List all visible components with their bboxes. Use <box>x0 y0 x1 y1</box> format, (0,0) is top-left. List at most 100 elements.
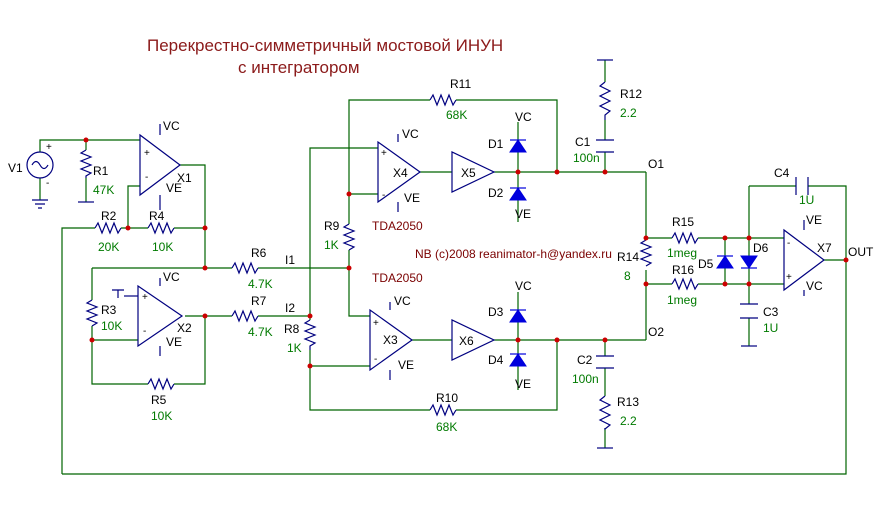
svg-text:R5: R5 <box>151 393 167 407</box>
svg-text:D5: D5 <box>698 257 714 271</box>
wires <box>39 60 847 475</box>
svg-text:D1: D1 <box>488 137 504 151</box>
svg-text:-: - <box>382 190 385 201</box>
svg-text:VC: VC <box>515 110 532 124</box>
junction-dots <box>83 137 849 369</box>
svg-text:2.2: 2.2 <box>620 414 637 428</box>
svg-text:+: + <box>786 272 792 283</box>
svg-text:R1: R1 <box>93 164 109 178</box>
svg-text:4.7K: 4.7K <box>248 277 273 291</box>
copyright-note: NB (c)2008 reanimator-h@yandex.ru <box>415 247 612 261</box>
svg-text:VC: VC <box>806 279 823 293</box>
svg-text:X4: X4 <box>393 166 408 180</box>
svg-text:R4: R4 <box>149 209 165 223</box>
svg-text:D3: D3 <box>488 305 504 319</box>
svg-text:VC: VC <box>163 119 180 133</box>
svg-text:8: 8 <box>624 269 631 283</box>
svg-text:-: - <box>145 172 148 183</box>
svg-text:10K: 10K <box>151 409 172 423</box>
svg-text:R7: R7 <box>251 294 267 308</box>
svg-text:VE: VE <box>806 213 822 227</box>
svg-text:R2: R2 <box>101 209 117 223</box>
svg-text:1meg: 1meg <box>667 293 697 307</box>
svg-text:VE: VE <box>166 335 182 349</box>
svg-text:68K: 68K <box>446 108 467 122</box>
svg-text:R11: R11 <box>450 77 471 91</box>
title-line1: Перекрестно-симметричный мостовой ИНУН <box>147 36 503 55</box>
svg-text:O1: O1 <box>648 157 664 171</box>
svg-text:100n: 100n <box>573 151 600 165</box>
svg-text:-: - <box>143 326 146 337</box>
diode-labels: D1 D2 D3 D4 D5 D6 <box>488 137 769 367</box>
svg-text:X1: X1 <box>177 171 192 185</box>
svg-text:R6: R6 <box>251 246 267 260</box>
svg-text:47K: 47K <box>93 183 114 197</box>
svg-text:R13: R13 <box>617 395 639 409</box>
svg-text:R3: R3 <box>101 303 117 317</box>
svg-text:4.7K: 4.7K <box>248 325 273 339</box>
amp-model-label-lower: TDA2050 <box>372 271 423 285</box>
svg-text:VC: VC <box>402 127 419 141</box>
svg-text:-: - <box>46 178 49 189</box>
svg-text:VC: VC <box>394 294 411 308</box>
amplifiers <box>124 124 825 380</box>
svg-text:C1: C1 <box>575 135 591 149</box>
svg-text:1meg: 1meg <box>667 246 697 260</box>
component-labels: R1 47K R2 20K R3 10K R4 10K R5 10K R6 4.… <box>93 77 814 434</box>
svg-text:X7: X7 <box>817 241 832 255</box>
svg-text:R15: R15 <box>672 215 694 229</box>
svg-text:VC: VC <box>515 279 532 293</box>
title-line2: с интегратором <box>238 58 360 77</box>
svg-text:VE: VE <box>515 207 531 221</box>
svg-text:O2: O2 <box>648 325 664 339</box>
svg-text:-: - <box>787 238 790 249</box>
capacitors <box>596 139 809 369</box>
svg-text:VE: VE <box>515 377 531 391</box>
svg-text:X3: X3 <box>383 333 398 347</box>
svg-text:I1: I1 <box>285 253 295 267</box>
v1-label: V1 <box>8 161 23 175</box>
svg-text:OUT: OUT <box>848 245 874 259</box>
svg-text:C3: C3 <box>763 305 779 319</box>
svg-text:C4: C4 <box>774 166 790 180</box>
svg-text:R9: R9 <box>324 219 340 233</box>
svg-text:+: + <box>373 318 379 329</box>
svg-text:VE: VE <box>398 358 414 372</box>
node-labels: I1 I2 O1 O2 OUT <box>285 157 874 339</box>
svg-text:D4: D4 <box>488 353 504 367</box>
ground-symbols <box>32 59 757 449</box>
amplifier-labels: X1 X2 X3 X4 X5 X6 X7 <box>177 166 832 348</box>
svg-text:R16: R16 <box>672 263 694 277</box>
svg-text:10K: 10K <box>101 319 122 333</box>
svg-text:C2: C2 <box>577 353 593 367</box>
svg-text:10K: 10K <box>152 240 173 254</box>
svg-text:1U: 1U <box>763 321 778 335</box>
opamp-signs: + - + - + - + - - + <box>142 148 792 365</box>
svg-text:+: + <box>381 148 387 159</box>
svg-text:VE: VE <box>404 191 420 205</box>
svg-text:X2: X2 <box>177 321 192 335</box>
svg-text:1U: 1U <box>799 193 814 207</box>
svg-text:1K: 1K <box>324 238 339 252</box>
svg-text:D2: D2 <box>488 186 504 200</box>
svg-text:20K: 20K <box>98 240 119 254</box>
svg-text:D6: D6 <box>753 241 769 255</box>
svg-text:1K: 1K <box>287 341 302 355</box>
svg-text:R10: R10 <box>436 391 458 405</box>
svg-text:VC: VC <box>163 270 180 284</box>
svg-text:+: + <box>142 292 148 303</box>
svg-text:R12: R12 <box>620 87 642 101</box>
svg-text:100n: 100n <box>572 372 599 386</box>
svg-text:X6: X6 <box>459 334 474 348</box>
svg-text:VE: VE <box>166 181 182 195</box>
svg-text:68K: 68K <box>436 420 457 434</box>
diodes <box>509 139 758 367</box>
amp-model-label-upper: TDA2050 <box>372 219 423 233</box>
svg-text:X5: X5 <box>461 166 476 180</box>
svg-text:R8: R8 <box>284 322 300 336</box>
svg-text:-: - <box>374 354 377 365</box>
svg-text:I2: I2 <box>285 301 295 315</box>
svg-text:2.2: 2.2 <box>620 106 637 120</box>
voltage-source-v1: + - <box>26 142 54 189</box>
